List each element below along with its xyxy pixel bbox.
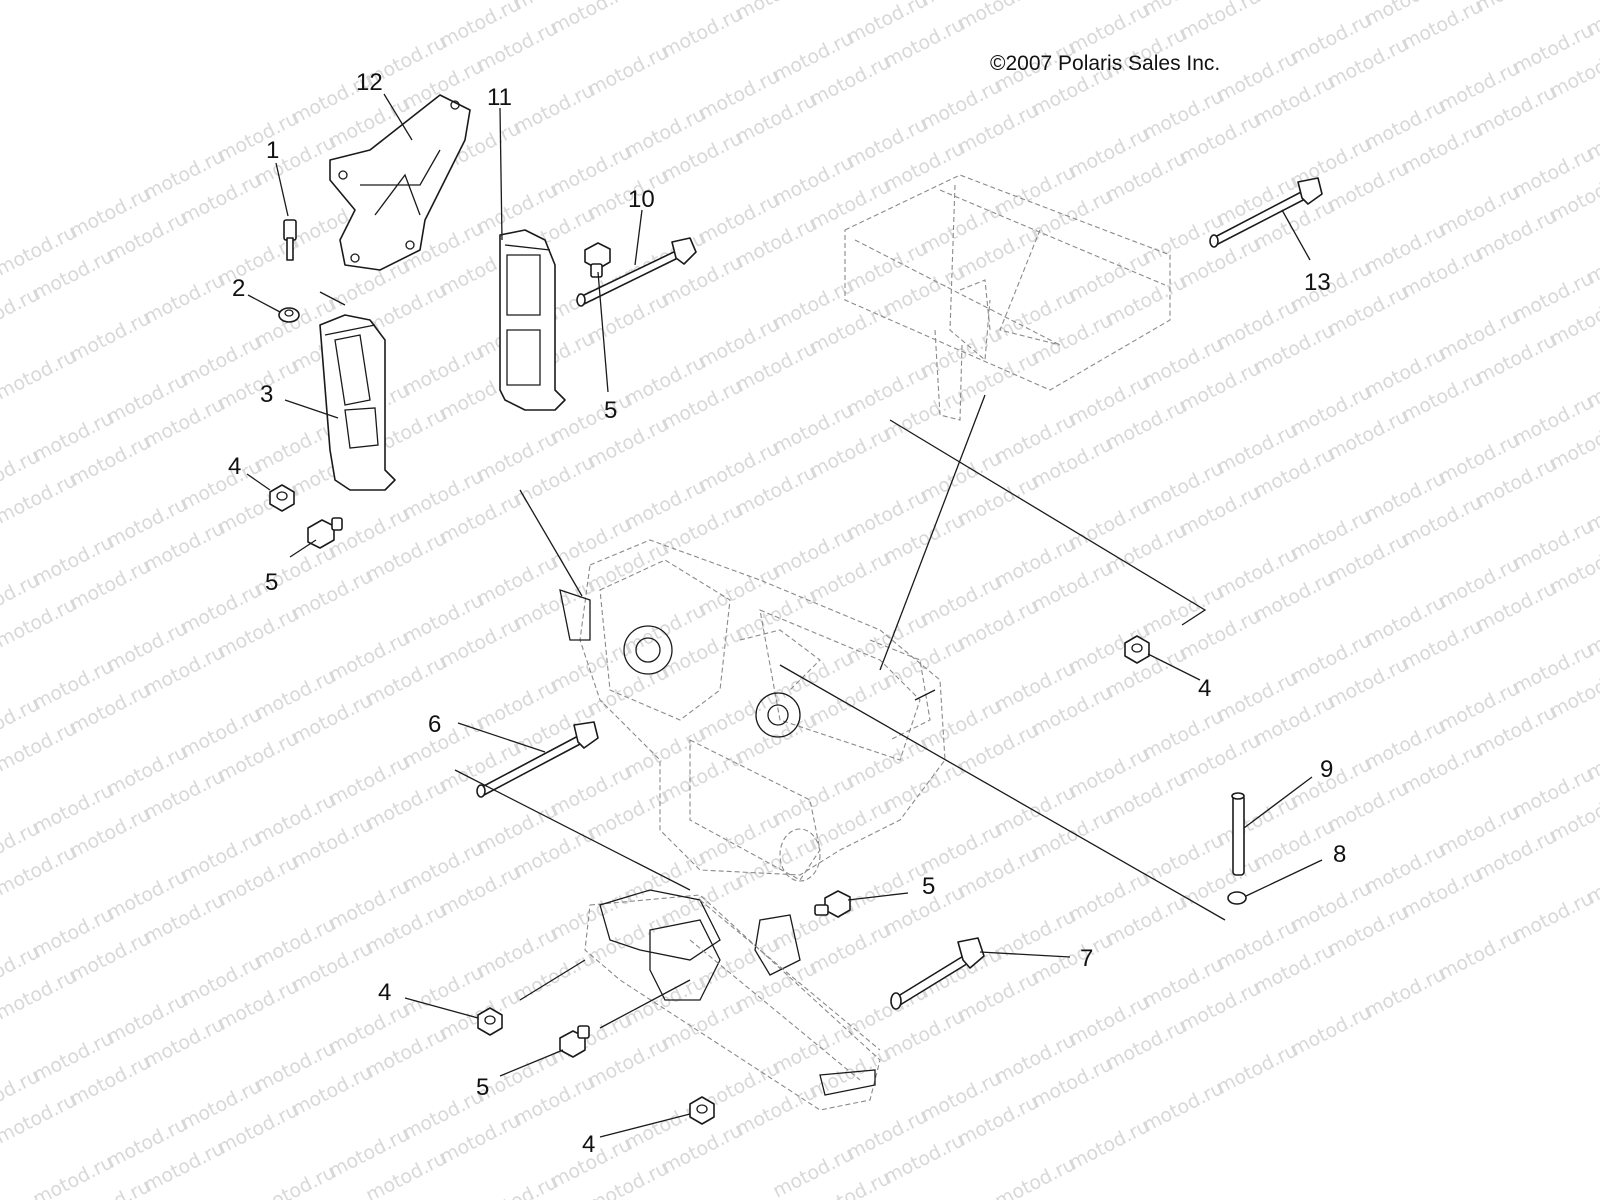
watermark-text: motod.ru: [1361, 963, 1449, 1022]
watermark-text: motod.ru: [658, 3, 746, 62]
watermark-text: motod.ru: [1213, 1039, 1301, 1098]
watermark-text: motod.ru: [0, 345, 80, 404]
part-1-bolt: [283, 219, 297, 261]
leader-lines: [246, 93, 1323, 1138]
callouts: 1 2 3 4 5 12 11 10 5 13 4 6 9 8 5 7 4 5 …: [228, 69, 1346, 1158]
watermark-text: motod.ru: [954, 0, 1042, 34]
part-4-nut-d: [689, 1096, 715, 1125]
callout-2: 2: [232, 275, 245, 302]
part-10-bolt: [576, 237, 697, 307]
part-5-bolt-c: [814, 890, 851, 918]
callout-12: 12: [356, 69, 383, 96]
engine: [559, 539, 946, 882]
part-4-nut-a: [269, 484, 295, 512]
callout-5: 5: [604, 397, 617, 424]
callout-11: 11: [487, 84, 512, 111]
watermark-text: motod.ru: [1287, 1001, 1375, 1060]
callout-4: 4: [378, 979, 391, 1006]
callout-5: 5: [476, 1074, 489, 1101]
callout-4: 4: [1198, 675, 1211, 702]
part-2-nut: [278, 307, 300, 323]
part-3-mount: [319, 314, 396, 491]
watermark-text: motod.ru: [547, 0, 635, 38]
callout-1: 1: [266, 137, 279, 164]
part-4-nut-c: [477, 1007, 503, 1036]
copyright-text: ©2007 Polaris Sales Inc.: [990, 52, 1220, 75]
callout-9: 9: [1320, 756, 1333, 783]
lower-mount-rail: [584, 889, 881, 1111]
callout-3: 3: [260, 381, 273, 408]
callout-8: 8: [1333, 841, 1346, 868]
callout-13: 13: [1304, 269, 1331, 296]
callout-7: 7: [1080, 945, 1093, 972]
watermark-text: motod.ru: [1435, 925, 1523, 984]
watermark-text: motod.ru: [66, 307, 154, 366]
watermark-text: motod.ru: [1250, 0, 1338, 6]
callout-5: 5: [922, 873, 935, 900]
watermark-text: motod.ru: [732, 0, 820, 24]
part-5-bolt-d: [559, 1025, 590, 1058]
part-12-bracket: [329, 94, 471, 271]
part-7-bolt: [890, 937, 985, 1010]
watermark-text: motod.ru: [1176, 0, 1264, 44]
watermark-text: motod.ru: [251, 1161, 339, 1200]
part-4-nut-b: [1124, 635, 1150, 664]
watermark-text: motod.ru: [510, 79, 598, 138]
callout-6: 6: [428, 711, 441, 738]
part-13-bolt: [1209, 177, 1323, 248]
part-8-clip: [1227, 891, 1247, 905]
part-9-pin: [1231, 792, 1245, 876]
watermark-text: motod.ru: [29, 1151, 117, 1200]
frame-section: [844, 174, 1171, 421]
watermark-text: motod.ru: [991, 1153, 1079, 1200]
callout-4: 4: [228, 453, 241, 480]
part-5-bolt-b: [584, 242, 611, 278]
part-11-mount: [499, 229, 566, 411]
part-6-bolt: [476, 721, 599, 798]
watermark-text: motod.ru: [584, 41, 672, 100]
watermark-text: motod.ru: [1139, 1077, 1227, 1136]
watermark-text: motod.ru: [1509, 887, 1597, 946]
watermark-text: motod.ru: [1065, 1115, 1153, 1174]
callout-5: 5: [265, 569, 278, 596]
watermark-text: motod.ru: [140, 269, 228, 328]
watermark-text: motod.ru: [1472, 0, 1560, 16]
callout-4: 4: [582, 1131, 595, 1158]
callout-10: 10: [628, 186, 655, 213]
